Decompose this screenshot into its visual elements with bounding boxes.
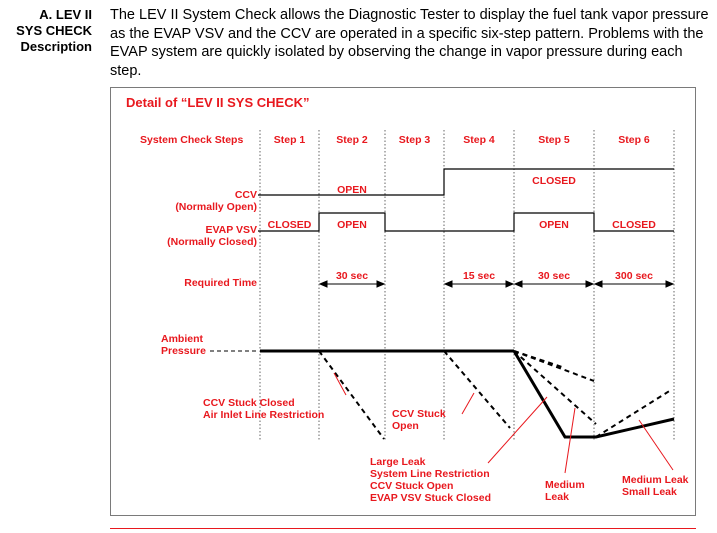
vsv-closed-label-2: CLOSED	[612, 219, 656, 231]
ccv-open-label: OPEN	[337, 184, 367, 196]
ambient-label-line2: Pressure	[161, 345, 206, 357]
step-4-label: Step 4	[463, 134, 495, 146]
annotation-2-line2: Open	[392, 420, 419, 432]
ccv-label-line2: (Normally Open)	[175, 201, 257, 213]
annotation-3-line3: CCV Stuck Open	[370, 480, 454, 492]
vsv-trace	[258, 212, 674, 232]
annotation-5-line2: Small Leak	[622, 486, 677, 498]
vsv-open-label-2: OPEN	[539, 219, 569, 231]
annotation-medium-small-leak: Medium Leak Small Leak	[622, 474, 689, 498]
diagram-panel	[110, 87, 696, 516]
step-5-label: Step 5	[538, 134, 570, 146]
step-6-label: Step 6	[618, 134, 650, 146]
step-2-label: Step 2	[336, 134, 368, 146]
annotation-4-line2: Leak	[545, 491, 569, 503]
fault-ccv-stuck-closed	[318, 350, 385, 440]
annotation-3-line4: EVAP VSV Stuck Closed	[370, 492, 491, 504]
annotation-3-line1: Large Leak	[370, 456, 426, 468]
ambient-pressure-label: Ambient Pressure	[161, 333, 206, 357]
annotation-5-line1: Medium Leak	[622, 474, 689, 486]
ccv-label-line1: CCV	[234, 189, 257, 201]
fault-medium-leak-b	[513, 350, 597, 425]
annotation-4-line1: Medium	[545, 479, 585, 491]
description-text: The LEV II System Check allows the Diagn…	[110, 7, 709, 79]
ccv-label: CCV (Normally Open)	[150, 189, 257, 213]
annotation-pointers	[333, 372, 674, 474]
time-step-6: 300 sec	[615, 270, 653, 282]
ccv-closed-label: CLOSED	[532, 175, 576, 187]
step-3-label: Step 3	[398, 134, 431, 146]
annotation-large-leak: Large Leak System Line Restriction CCV S…	[370, 456, 491, 504]
next-panel-edge	[110, 528, 696, 533]
section-label-line3: Description	[20, 39, 92, 54]
vsv-closed-label-1: CLOSED	[267, 219, 312, 231]
steps-header: System Check Steps	[140, 134, 244, 146]
annotation-2-line1: CCV Stuck	[392, 408, 446, 420]
diagram-title: Detail of “LEV II SYS CHECK”	[126, 95, 310, 110]
annotation-ccv-stuck-open: CCV Stuck Open	[392, 408, 446, 432]
annotation-ccv-stuck-closed: CCV Stuck Closed Air Inlet Line Restrict…	[203, 397, 324, 421]
fault-ccv-stuck-open	[443, 350, 511, 429]
time-step-4: 15 sec	[462, 270, 496, 282]
normal-pressure-curve	[512, 350, 675, 439]
annotation-medium-leak: Medium Leak	[545, 479, 585, 503]
ccv-trace	[258, 168, 674, 196]
required-time-label: Required Time	[184, 277, 257, 289]
section-label-line1: A. LEV II	[39, 7, 92, 22]
evap-vsv-label-line2: (Normally Closed)	[167, 236, 257, 248]
time-step-5: 30 sec	[537, 270, 571, 282]
step-1-label: Step 1	[273, 134, 306, 146]
vsv-open-label-1: OPEN	[337, 219, 367, 231]
annotation-3-line2: System Line Restriction	[370, 468, 490, 480]
fault-small-leak	[595, 389, 672, 438]
section-label-line2: SYS CHECK	[16, 23, 92, 38]
evap-vsv-label: EVAP VSV (Normally Closed)	[140, 224, 257, 248]
step-dividers	[259, 130, 675, 440]
annotation-1-line1: CCV Stuck Closed	[203, 397, 295, 409]
time-arrows	[318, 280, 675, 288]
evap-vsv-label-line1: EVAP VSV	[205, 224, 257, 236]
annotation-1-line2: Air Inlet Line Restriction	[203, 409, 325, 421]
ambient-label-line1: Ambient	[161, 333, 203, 345]
time-step-2: 30 sec	[335, 270, 369, 282]
fault-curves	[318, 350, 672, 440]
section-label: A. LEV II SYS CHECK Description	[4, 7, 92, 55]
